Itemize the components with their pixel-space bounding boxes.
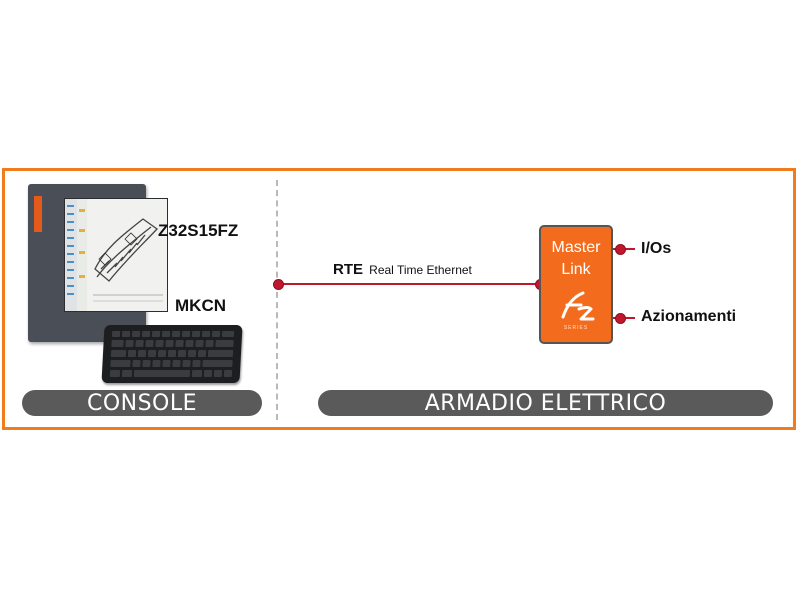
fz-logo-icon bbox=[561, 291, 595, 321]
screen-graphic bbox=[65, 199, 163, 311]
console-section-pill: CONSOLE bbox=[22, 390, 262, 416]
bezel-stripe bbox=[34, 196, 42, 232]
rte-connector-line bbox=[280, 283, 539, 285]
rte-label-group: RTE Real Time Ethernet bbox=[333, 261, 472, 278]
keyboard-keys bbox=[109, 331, 235, 377]
drives-connector-dot bbox=[615, 313, 626, 324]
rte-subtitle: Real Time Ethernet bbox=[369, 263, 472, 277]
rte-label: RTE bbox=[333, 261, 363, 278]
section-divider bbox=[276, 180, 278, 420]
cabinet-section-pill: ARMADIO ELETTRICO bbox=[318, 390, 773, 416]
drives-label: Azionamenti bbox=[641, 308, 737, 325]
master-title-line1: Master bbox=[551, 239, 601, 256]
rte-connector-start-dot bbox=[273, 279, 284, 290]
monitor-icon bbox=[28, 184, 168, 342]
io-connector-dot bbox=[615, 244, 626, 255]
master-title-line2: Link bbox=[561, 261, 591, 278]
master-link-box: Master Link SERIES bbox=[539, 225, 613, 344]
monitor-label: Z32S15FZ bbox=[158, 221, 239, 240]
keyboard-icon bbox=[101, 325, 243, 383]
monitor-screen bbox=[64, 198, 168, 312]
series-text: SERIES bbox=[563, 325, 589, 331]
io-label: I/Os bbox=[641, 240, 672, 257]
keyboard-label: MKCN bbox=[175, 296, 226, 315]
